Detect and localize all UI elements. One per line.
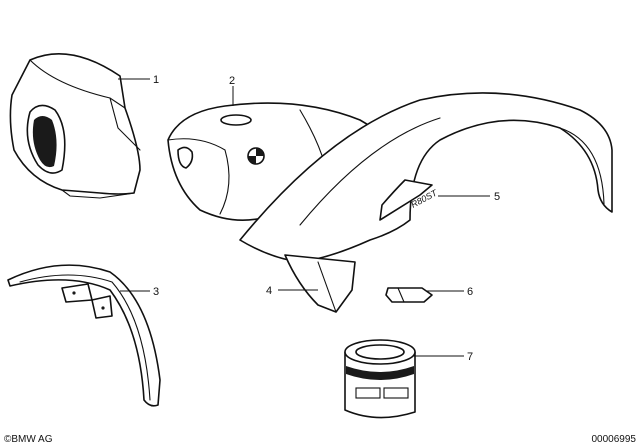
callout-label-6: 6 <box>467 286 473 298</box>
part-front-mudguard <box>7 264 161 407</box>
part-mounting-bracket <box>385 287 433 303</box>
callout-label-2: 2 <box>229 75 235 87</box>
callout-label-7: 7 <box>467 351 473 363</box>
callout-label-4: 4 <box>266 285 272 297</box>
copyright-symbol: © <box>4 434 12 445</box>
document-id: 00006995 <box>591 434 637 445</box>
copyright-brand: ©BMW AG <box>4 434 53 445</box>
callout-label-3: 3 <box>153 286 159 298</box>
leader-lines <box>118 78 490 357</box>
part-headlight-fairing <box>9 52 141 199</box>
brand-name: BMW AG <box>11 434 53 445</box>
callout-label-5: 5 <box>494 191 500 203</box>
callout-labels: 1 2 3 4 5 6 7 <box>153 74 500 363</box>
part-paint-tin <box>344 339 416 419</box>
callout-label-1: 1 <box>153 74 159 86</box>
part-mudguard-lower-section <box>284 254 356 313</box>
